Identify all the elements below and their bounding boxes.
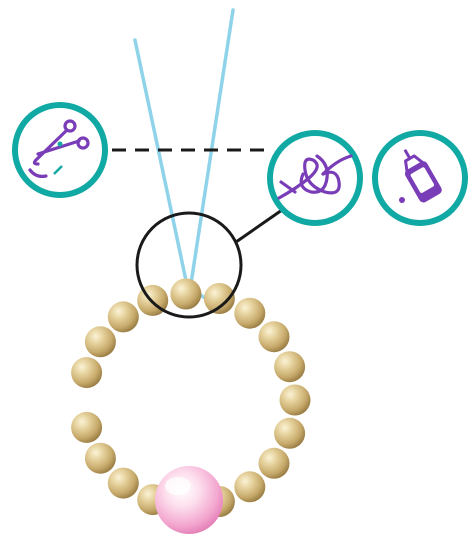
pearl-bead [155, 466, 223, 534]
gold-bead [259, 448, 290, 479]
gold-bead [274, 418, 305, 449]
thread-left [135, 40, 188, 290]
gold-bead [85, 443, 116, 474]
knot-icon [270, 133, 360, 223]
gold-bead [108, 301, 139, 332]
gold-bead [259, 321, 290, 352]
gold-bead [280, 385, 311, 416]
gold-bead [71, 412, 102, 443]
gold-bead [234, 298, 265, 329]
glue-bottle-icon [375, 133, 465, 223]
threads [135, 10, 233, 300]
gold-bead [234, 471, 265, 502]
gold-bead [85, 326, 116, 357]
gold-bead [170, 279, 201, 310]
pearl-highlight [165, 477, 191, 495]
scissors-icon [15, 105, 105, 195]
gold-bead [108, 468, 139, 499]
gold-bead [71, 357, 102, 388]
gold-bead [274, 351, 305, 382]
magnifier-connector [236, 210, 282, 242]
